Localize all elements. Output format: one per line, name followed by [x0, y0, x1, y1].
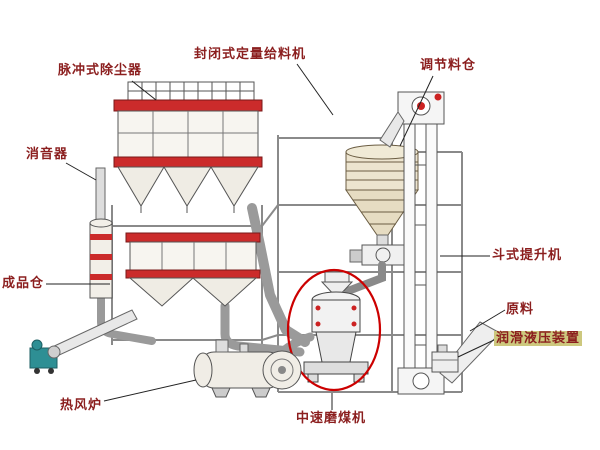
- label-medium-speed-coal-mill: 中速磨煤机: [296, 410, 367, 425]
- label-hot-air-furnace: 热风炉: [60, 397, 103, 412]
- dust-collector-top-band: [113, 99, 263, 112]
- leader-lines: [46, 63, 506, 410]
- dust-collector-bottom-band: [113, 156, 263, 168]
- pulse-dust-collector: [113, 81, 263, 213]
- muffler: [89, 167, 113, 299]
- finished-product-silo: [125, 232, 261, 307]
- elevator-boot: [397, 367, 445, 395]
- lubrication-hydraulic-unit: [431, 344, 459, 373]
- dust-collector-cage: [127, 81, 255, 101]
- label-adjusting-bin: 调节料仓: [420, 57, 477, 72]
- mill-highlight-circle: [286, 268, 382, 392]
- dust-collector-hoppers: [117, 166, 259, 213]
- bucket-elevator: [379, 91, 445, 395]
- elevator-head: [379, 91, 445, 148]
- sealed-quantitative-feeder: [344, 244, 405, 295]
- label-raw-material: 原料: [506, 301, 535, 316]
- label-sealed-quantitative-feeder: 封闭式定量给料机: [194, 46, 307, 61]
- blower-motor: [29, 309, 138, 374]
- label-lubrication-hydraulic-unit: 润滑液压装置: [494, 330, 583, 346]
- label-muffler: 消音器: [26, 146, 69, 161]
- medium-speed-coal-mill: [286, 268, 382, 392]
- label-bucket-elevator: 斗式提升机: [492, 247, 563, 262]
- label-finished-product-silo: 成品仓: [2, 275, 45, 290]
- hot-air-furnace: [193, 339, 302, 398]
- label-pulse-dust-collector: 脉冲式除尘器: [58, 62, 143, 77]
